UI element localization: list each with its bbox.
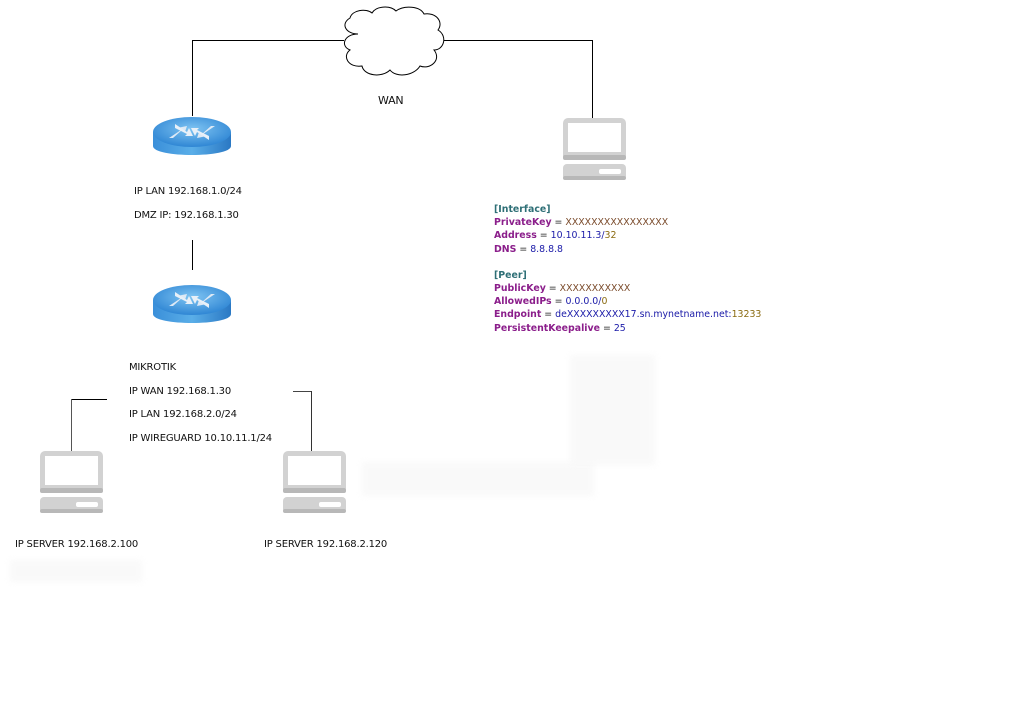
config-line-allowedips: AllowedIPs = 0.0.0.0/0: [494, 296, 608, 308]
config-peer-header: [Peer]: [494, 269, 527, 281]
link-wan-to-client-horizontal: [444, 40, 593, 41]
config-line-dns: DNS = 8.8.8.8: [494, 243, 564, 255]
config-line-keepalive: PersistentKeepalive = 25: [494, 322, 626, 334]
link-mikrotik-to-server2-horizontal: [293, 391, 312, 392]
router-icon[interactable]: [151, 114, 233, 166]
mikrotik-wireguard-label: IP WIREGUARD 10.10.11.1/24: [129, 433, 272, 444]
server-2-label: IP SERVER 192.168.2.120: [264, 539, 388, 550]
erased-region: [570, 355, 655, 465]
link-wan-to-client-vertical: [592, 40, 593, 118]
link-router-to-wan-vertical: [192, 40, 193, 116]
config-line-privatekey: PrivateKey = XXXXXXXXXXXXXXXX: [494, 217, 669, 229]
link-mikrotik-to-server2-vertical: [311, 391, 312, 451]
wireguard-client-config: [Interface] PrivateKey = XXXXXXXXXXXXXXX…: [494, 203, 761, 335]
erased-label: [10, 560, 142, 582]
link-mikrotik-to-server1-vertical: [71, 399, 72, 451]
link-mikrotik-to-server1-horizontal: [71, 399, 107, 400]
config-line-endpoint: Endpoint = deXXXXXXXXX17.sn.mynetname.ne…: [494, 309, 762, 321]
config-interface-header: [Interface]: [494, 204, 551, 215]
mikrotik-wan-label: IP WAN 192.168.1.30: [129, 386, 231, 397]
config-line-publickey: PublicKey = XXXXXXXXXXX: [494, 283, 631, 295]
remote-client-computer-icon[interactable]: [562, 117, 627, 181]
link-router-to-wan-horizontal: [192, 40, 344, 41]
server-1-label: IP SERVER 192.168.2.100: [15, 539, 139, 550]
mikrotik-lan-label: IP LAN 192.168.2.0/24: [129, 409, 237, 420]
server-2-computer-icon[interactable]: [282, 450, 347, 514]
server-1-computer-icon[interactable]: [39, 450, 104, 514]
router-lan-label: IP LAN 192.168.1.0/24: [134, 186, 242, 197]
mikrotik-router-icon[interactable]: [151, 282, 233, 334]
mikrotik-name-label: MIKROTIK: [129, 362, 176, 373]
wan-cloud-icon: [343, 6, 445, 76]
wan-label: WAN: [378, 94, 404, 107]
router-dmz-label: DMZ IP: 192.168.1.30: [134, 210, 239, 221]
erased-region: [362, 462, 594, 496]
config-line-address: Address = 10.10.11.3/32: [494, 230, 617, 242]
link-router-to-mikrotik: [192, 240, 193, 270]
